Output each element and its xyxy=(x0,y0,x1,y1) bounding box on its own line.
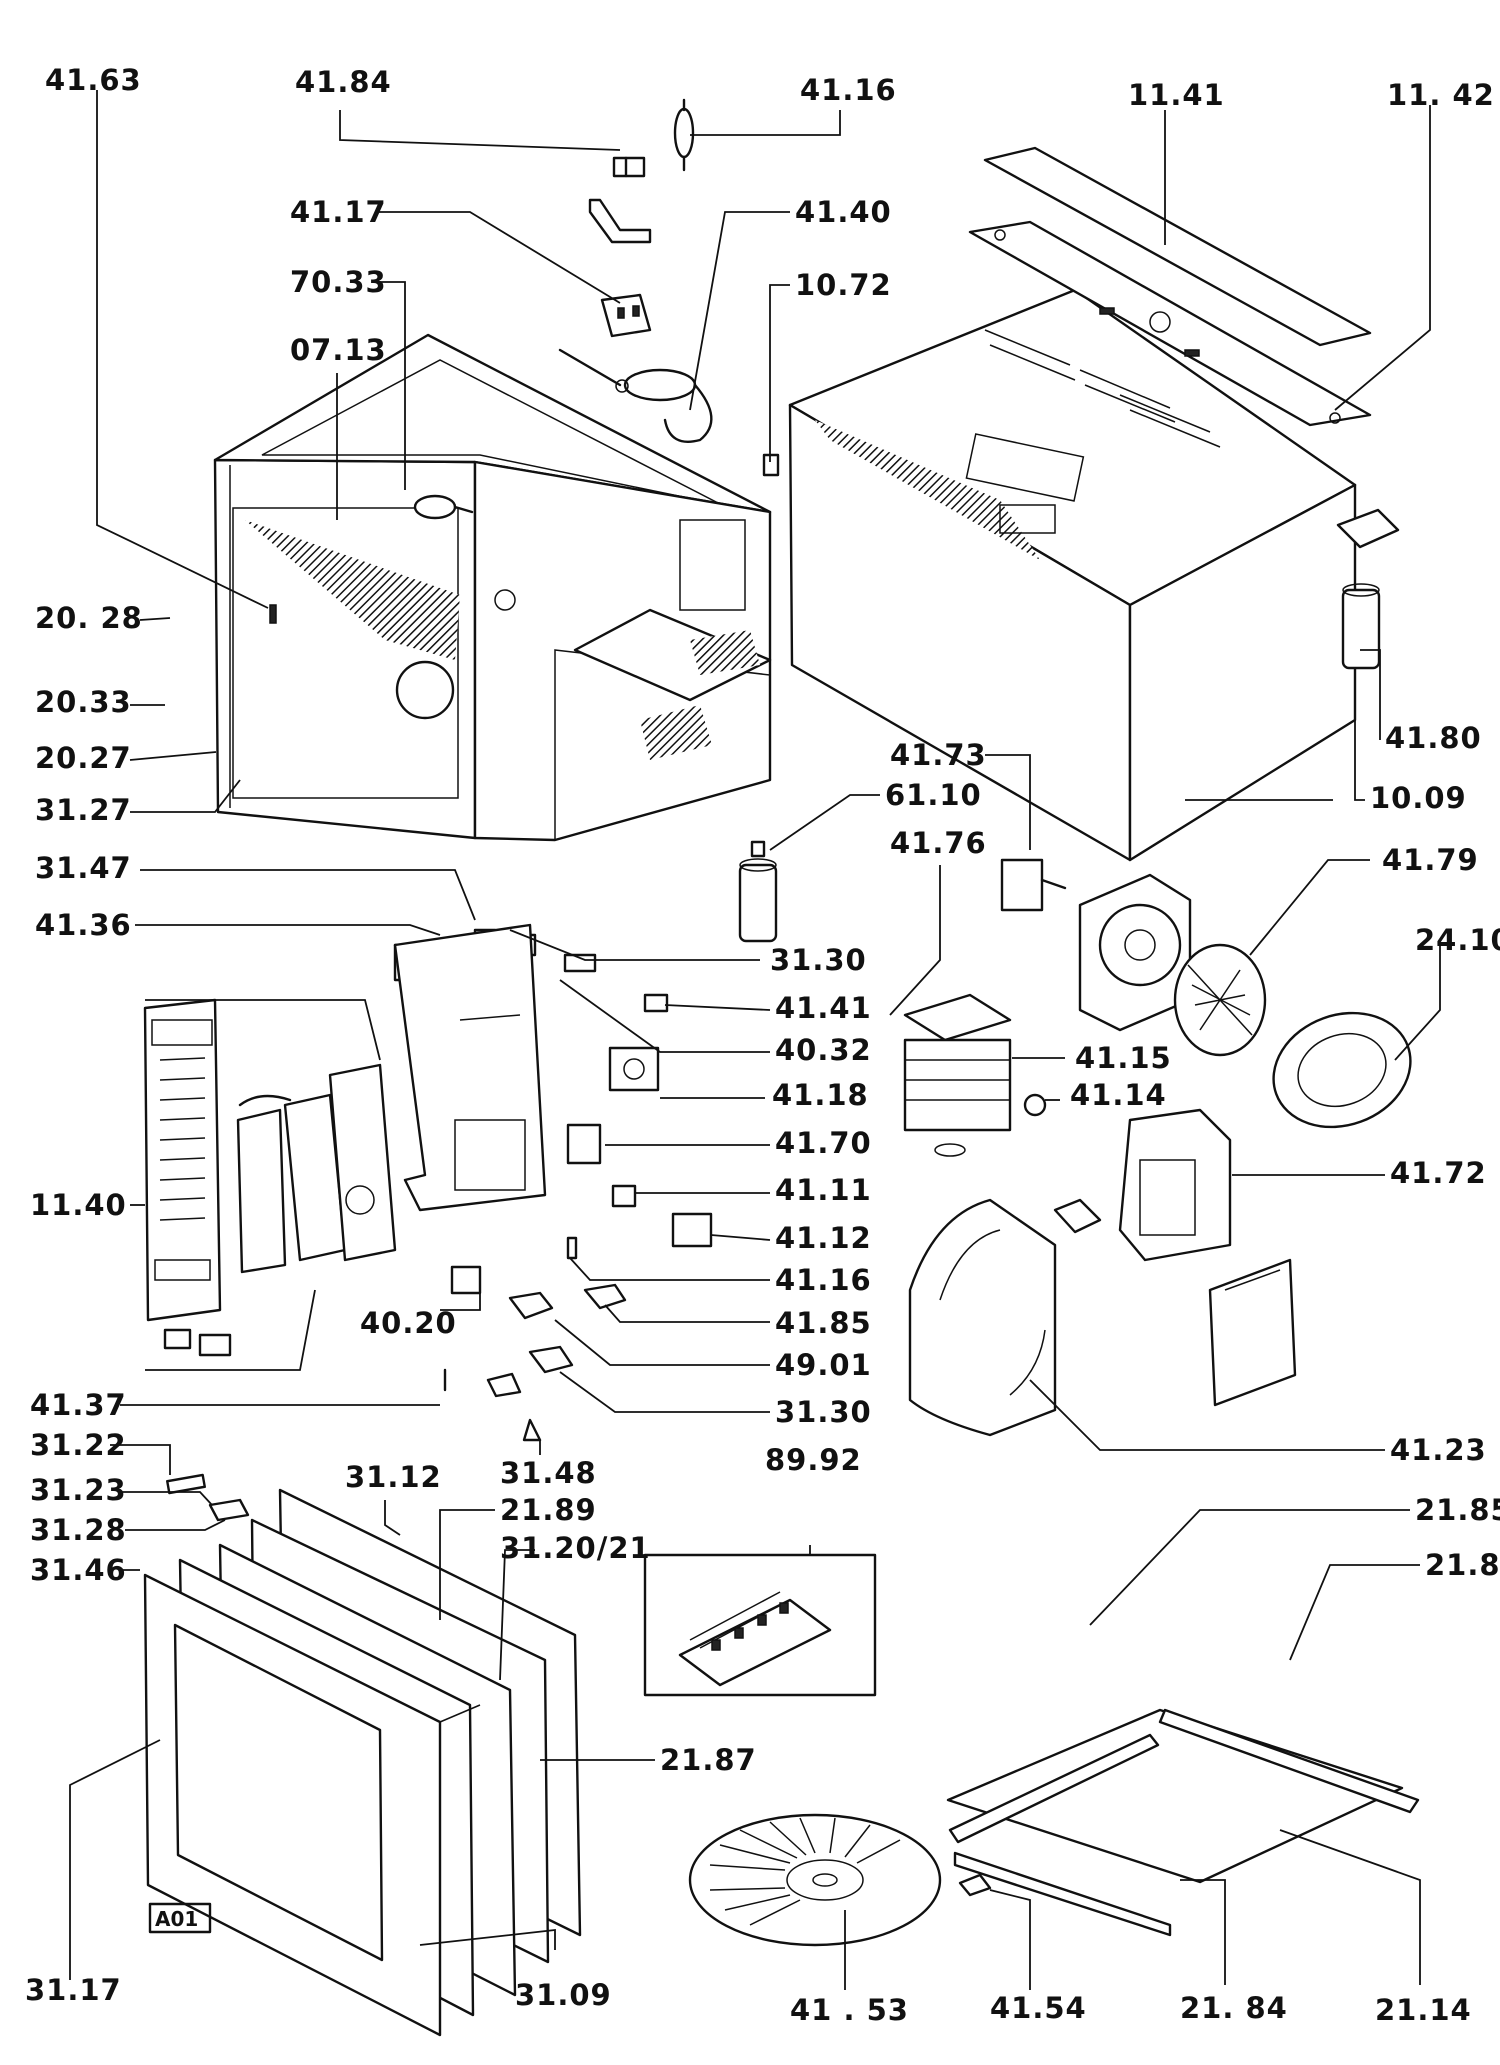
label-70-33: 70.33 xyxy=(290,265,387,299)
label-21-85: 21.85 xyxy=(1415,1493,1500,1527)
a01-badge: A01 xyxy=(155,1907,198,1931)
label-20-28: 20. 28 xyxy=(35,601,143,635)
label-11-42: 11. 42 xyxy=(1387,78,1495,112)
label-41-40: 41.40 xyxy=(795,195,892,229)
label-41-63: 41.63 xyxy=(45,63,142,97)
label-41-37: 41.37 xyxy=(30,1388,127,1422)
label-31-48: 31.48 xyxy=(500,1456,597,1490)
label-41-80: 41.80 xyxy=(1385,721,1482,755)
top-small-parts-drawing xyxy=(558,98,780,477)
label-21-89: 21.89 xyxy=(500,1493,597,1527)
label-41-14: 41.14 xyxy=(1070,1078,1167,1112)
switch-parts-drawing xyxy=(393,923,713,1442)
label-41-76: 41.76 xyxy=(890,826,987,860)
label-41-70: 41.70 xyxy=(775,1126,872,1160)
label-41-41: 41.41 xyxy=(775,991,872,1025)
label-31-23: 31.23 xyxy=(30,1473,127,1507)
label-41-79: 41.79 xyxy=(1382,843,1479,877)
oven-cavity-drawing xyxy=(213,333,772,842)
label-41-84: 41.84 xyxy=(295,65,392,99)
label-40-20: 40.20 xyxy=(360,1306,457,1340)
control-panel-drawing xyxy=(143,998,397,1357)
label-21-14: 21.14 xyxy=(1375,1993,1472,2027)
label-41-16-mid: 41.16 xyxy=(775,1263,872,1297)
label-21-87: 21.87 xyxy=(660,1743,757,1777)
door-assembly-drawing: A01 xyxy=(143,1473,582,2037)
label-10-72: 10.72 xyxy=(795,268,892,302)
label-21-86: 21.86 xyxy=(1425,1548,1500,1582)
label-20-27: 20.27 xyxy=(35,741,132,775)
electrical-components-drawing xyxy=(738,508,1412,1437)
label-21-84: 21. 84 xyxy=(1180,1991,1288,2025)
label-41-54: 41.54 xyxy=(990,1991,1087,2025)
part-labels: 41.63 41.84 41.16 11.41 11. 42 41.17 41.… xyxy=(25,63,1500,2027)
leader-lines xyxy=(69,90,1441,1990)
label-41-23: 41.23 xyxy=(1390,1433,1487,1467)
label-41-53: 41 . 53 xyxy=(790,1993,909,2027)
label-31-20-21: 31.20/21 xyxy=(500,1531,651,1565)
label-41-12: 41.12 xyxy=(775,1221,872,1255)
turntable-drawing xyxy=(688,1813,992,1947)
label-11-40: 11.40 xyxy=(30,1188,127,1222)
label-10-09: 10.09 xyxy=(1370,781,1467,815)
label-41-18: 41.18 xyxy=(772,1078,869,1112)
label-24-10: 24.10 xyxy=(1415,923,1500,957)
label-31-47: 31.47 xyxy=(35,851,132,885)
label-49-01: 49.01 xyxy=(775,1348,872,1382)
label-31-30-b: 31.30 xyxy=(775,1395,872,1429)
label-41-73: 41.73 xyxy=(890,738,987,772)
bottom-plate-drawing xyxy=(946,1708,1420,1937)
label-31-30-a: 31.30 xyxy=(770,943,867,977)
label-31-17: 31.17 xyxy=(25,1973,122,2007)
label-41-11: 41.11 xyxy=(775,1173,872,1207)
label-31-27: 31.27 xyxy=(35,793,132,827)
label-61-10: 61.10 xyxy=(885,778,982,812)
label-31-46: 31.46 xyxy=(30,1553,127,1587)
label-41-72: 41.72 xyxy=(1390,1156,1487,1190)
label-89-92: 89.92 xyxy=(765,1443,862,1477)
label-41-17: 41.17 xyxy=(290,195,387,229)
pcb-box-drawing xyxy=(643,1553,877,1697)
label-20-33: 20.33 xyxy=(35,685,132,719)
label-41-15: 41.15 xyxy=(1075,1041,1172,1075)
top-cover-drawing xyxy=(968,146,1372,427)
outer-cabinet-drawing xyxy=(788,288,1357,862)
label-41-85: 41.85 xyxy=(775,1306,872,1340)
label-11-41: 11.41 xyxy=(1128,78,1225,112)
label-41-16-top: 41.16 xyxy=(800,73,897,107)
label-31-09: 31.09 xyxy=(515,1978,612,2012)
label-31-22: 31.22 xyxy=(30,1428,127,1462)
label-40-32: 40.32 xyxy=(775,1033,872,1067)
label-41-36: 41.36 xyxy=(35,908,132,942)
label-07-13: 07.13 xyxy=(290,333,387,367)
label-31-12: 31.12 xyxy=(345,1460,442,1494)
label-31-28: 31.28 xyxy=(30,1513,127,1547)
